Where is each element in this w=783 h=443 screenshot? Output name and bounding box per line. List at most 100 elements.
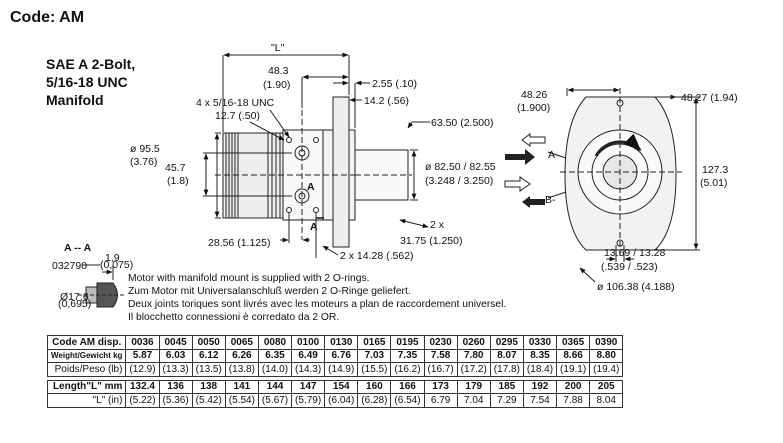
dim-bolts: 4 x 5/16-18 UNC	[196, 97, 275, 109]
note-de: Zum Motor mit Universalanschluß werden 2…	[128, 286, 411, 297]
table-cell: 205	[589, 379, 624, 394]
table-cell: (5.22)	[125, 393, 160, 408]
table-cell: 0130	[324, 335, 359, 350]
table-cell: (16.2)	[390, 362, 425, 377]
table-cell: 6.26	[224, 348, 259, 363]
table-cell: 7.54	[522, 393, 558, 408]
table-cell: 6.76	[324, 348, 359, 363]
gap-cell	[258, 375, 292, 381]
gap-cell	[523, 375, 557, 381]
subtitle-line-1: SAE A 2-Bolt,	[46, 56, 136, 72]
table-cell: (13.3)	[158, 362, 193, 377]
row-gap	[47, 375, 623, 381]
table-cell: (17.8)	[489, 362, 524, 377]
section-part-number: 032790	[52, 260, 87, 272]
gap-cell	[125, 375, 160, 381]
table-cell: 0195	[390, 335, 425, 350]
technical-drawing: "L" 48.3 (1.90) 2.55 (.10) 14.2 (.56) 4 …	[52, 42, 738, 310]
gap-cell	[589, 375, 623, 381]
table-cell: 6.03	[158, 348, 193, 363]
table-cell: 154	[324, 379, 359, 394]
table-cell: 8.66	[556, 348, 591, 363]
dim-dia-82-5: ø 82.50 / 82.55	[425, 161, 496, 173]
dim-dia-95-5: ø 95.5	[130, 143, 160, 155]
gap-cell	[357, 375, 391, 381]
gap-cell	[390, 375, 425, 381]
dim-48-3: 48.3	[268, 65, 289, 77]
note-fr: Deux joints toriques sont livrés avec le…	[128, 299, 507, 310]
dim-28-56: 28.56 (1.125)	[208, 237, 270, 249]
table-cell: 6.49	[291, 348, 326, 363]
dim-L: "L"	[271, 42, 285, 54]
table-cell: (14.3)	[291, 362, 326, 377]
dim-13-69-in: (.539 / .523)	[601, 261, 658, 273]
dim-12-7: 12.7 (.50)	[215, 110, 260, 122]
table-cell: (13.8)	[224, 362, 259, 377]
table-cell: (5.42)	[191, 393, 226, 408]
dim-2-55: 2.55 (.10)	[372, 78, 417, 90]
table-cell: (12.9)	[125, 362, 160, 377]
section-dim-17-6: Ø17,6	[60, 291, 89, 303]
table-cell: (13.5)	[191, 362, 226, 377]
table-cell: (5.67)	[257, 393, 293, 408]
dim-14-2: 14.2 (.56)	[364, 95, 409, 107]
table-cell: 0050	[191, 335, 226, 350]
table-cell: 8.80	[589, 348, 624, 363]
table-cell: 0260	[456, 335, 491, 350]
section-dim-1-9: 1,9	[105, 252, 120, 264]
table-cell: 7.04	[456, 393, 491, 408]
section-a-a	[78, 264, 126, 308]
table-cell: 160	[357, 379, 392, 394]
table-cell: 6.35	[257, 348, 293, 363]
table-cell: (15.5)	[357, 362, 392, 377]
section-dim-1-9-in: (0,075)	[100, 259, 133, 271]
subtitle-line-3: Manifold	[46, 92, 104, 108]
table-cell: 7.03	[357, 348, 392, 363]
gap-cell	[324, 375, 358, 381]
end-view	[560, 87, 700, 283]
gap-cell	[556, 375, 590, 381]
side-view-dimensions: "L" 48.3 (1.90) 2.55 (.10) 14.2 (.56) 4 …	[130, 42, 496, 262]
dim-2x-14-28: 2 x 14.28 (.562)	[340, 250, 414, 262]
table-cell: 147	[291, 379, 326, 394]
dim-127-3-in: (5.01)	[700, 177, 727, 189]
table-cell: (19.4)	[589, 362, 624, 377]
table-cell: (6.54)	[390, 393, 425, 408]
gap-cell	[424, 375, 458, 381]
subtitle-line-2: 5/16-18 UNC	[46, 74, 128, 90]
table-cell: 132.4	[125, 379, 160, 394]
gap-cell	[192, 375, 226, 381]
table-cell: 5.87	[125, 348, 160, 363]
row-length-in: "L" (in)(5.22)(5.36)(5.42)(5.54)(5.67)(5…	[46, 393, 624, 408]
oring-notes: Motor with manifold mount is supplied wi…	[128, 272, 506, 324]
gap-cell	[47, 375, 126, 381]
note-en: Motor with manifold mount is supplied wi…	[128, 273, 370, 284]
table-cell: 0330	[522, 335, 558, 350]
table-cell: 192	[522, 379, 558, 394]
dim-45-7: 45.7	[165, 162, 186, 174]
dim-2x: 2 x	[430, 219, 445, 231]
side-view	[203, 52, 430, 258]
table-cell: (19.1)	[556, 362, 591, 377]
row-weight-lb: Poids/Peso (lb)(12.9)(13.3)(13.5)(13.8)(…	[46, 362, 624, 377]
table-cell: 7.88	[556, 393, 591, 408]
table-cell: 8.04	[589, 393, 624, 408]
table-cell: 144	[257, 379, 293, 394]
table-cell: (18.4)	[522, 362, 558, 377]
table-cell: (16.7)	[423, 362, 458, 377]
table-cell: 136	[158, 379, 193, 394]
section-title: A -- A	[64, 242, 92, 254]
table-cell: 179	[456, 379, 491, 394]
table-cell: 0295	[489, 335, 524, 350]
table-cell: (14.0)	[257, 362, 293, 377]
row-label: Weight/Gewicht kg	[46, 348, 127, 363]
port-arrows	[504, 133, 567, 208]
table-cell: (17.2)	[456, 362, 491, 377]
table-cell: 6.12	[191, 348, 226, 363]
section-labels: A -- A 1,9 (0,075) 032790 Ø17,6 (0,695)	[52, 242, 133, 310]
dim-31-75: 31.75 (1.250)	[400, 235, 462, 247]
table-cell: 7.35	[390, 348, 425, 363]
